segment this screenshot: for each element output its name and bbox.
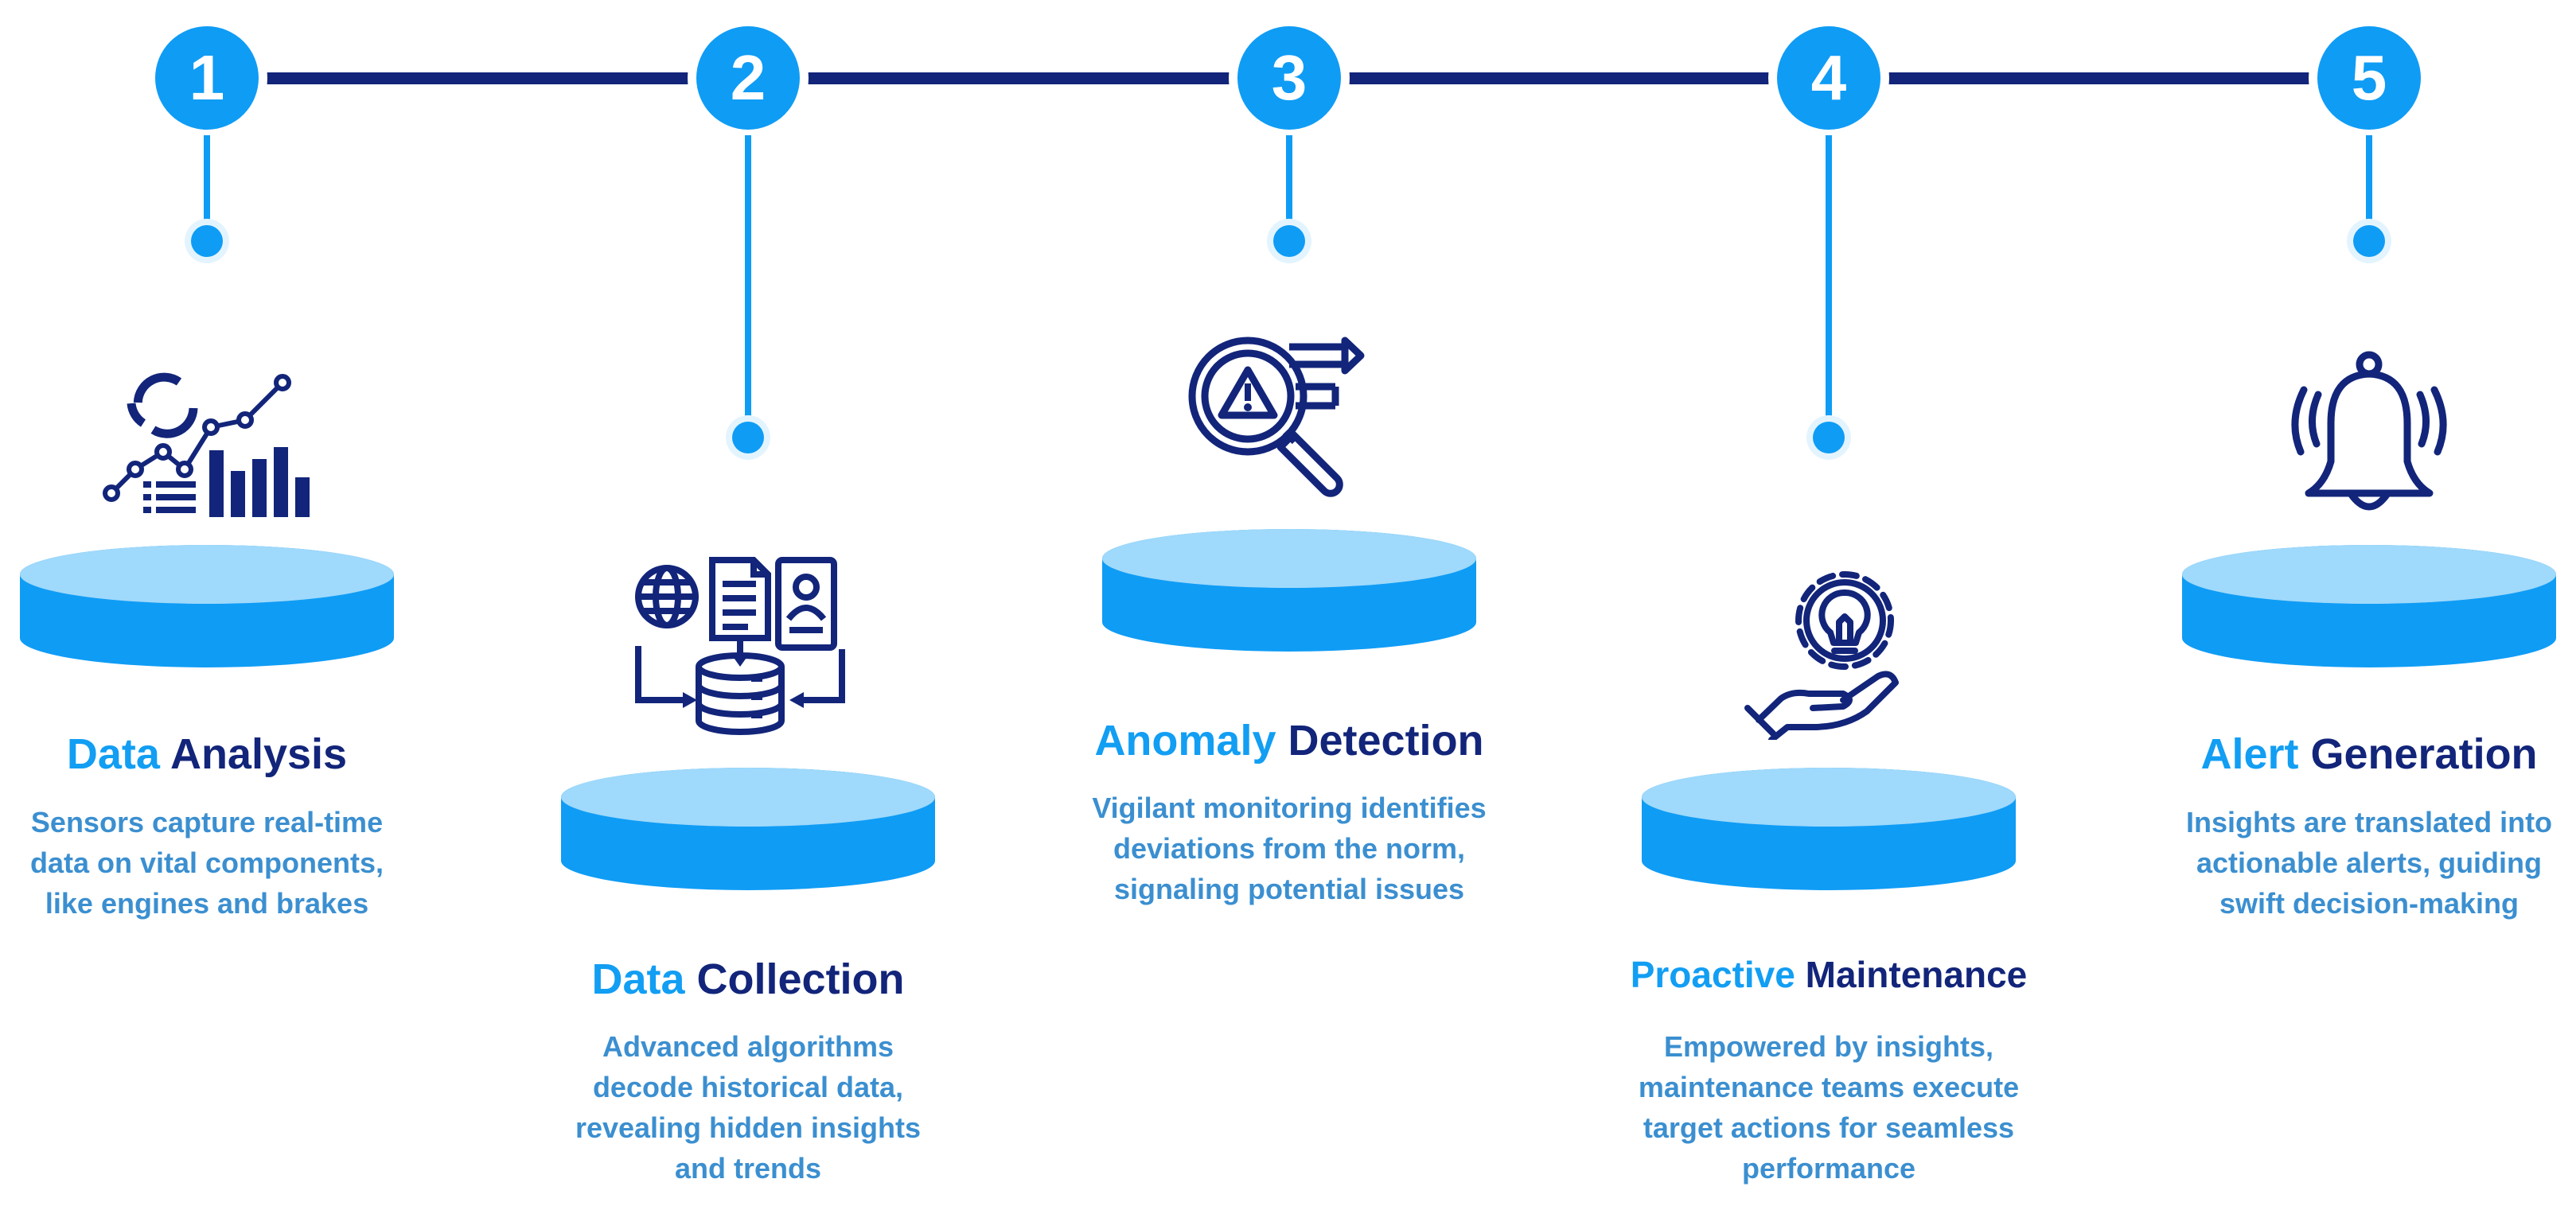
step-title-highlight: Anomaly	[1094, 717, 1276, 765]
alarm-bell-icon	[2291, 351, 2447, 511]
step-title-rest: Maintenance	[1795, 954, 2028, 995]
platform-disk	[2182, 545, 2556, 667]
step-number: 5	[2317, 26, 2421, 130]
step-description: Empowered by insights, maintenance teams…	[1638, 1030, 2020, 1185]
step-number: 3	[1237, 26, 1341, 130]
step-title-highlight: Data	[591, 955, 685, 1003]
step-number: 1	[155, 26, 259, 130]
step-connector-dot	[1273, 225, 1305, 257]
step-title: Data Collection	[501, 953, 995, 1006]
analytics-charts-icon	[103, 372, 310, 517]
step-description: Sensors capture real-time data on vital …	[29, 806, 384, 920]
platform-disk	[20, 545, 394, 667]
step-title-highlight: Alert	[2200, 730, 2299, 778]
step-title: Alert Generation	[2122, 728, 2576, 780]
step-title: Data Analysis	[0, 728, 454, 780]
platform-disk	[1102, 529, 1476, 652]
step-title-rest: Generation	[2298, 730, 2538, 778]
step-number-badge: 4	[1768, 18, 1889, 138]
step-number: 4	[1777, 26, 1880, 130]
step-description: Vigilant monitoring identifies deviation…	[1092, 792, 1487, 905]
step-connector-stem	[204, 135, 210, 232]
step-number: 2	[696, 26, 800, 130]
step-title-rest: Collection	[684, 955, 905, 1003]
step-anomaly-detection: 3 Anomaly Det	[1042, 0, 1536, 1210]
step-number-badge: 1	[146, 18, 267, 138]
step-connector-stem	[745, 135, 751, 420]
data-collection-icon	[635, 557, 845, 735]
step-title-rest: Detection	[1276, 717, 1484, 765]
magnifier-warning-icon	[1188, 337, 1365, 497]
step-number-badge: 5	[2309, 18, 2430, 138]
step-connector-stem	[2366, 135, 2372, 232]
step-data-collection: 2	[501, 0, 995, 1210]
step-title-highlight: Data	[66, 730, 160, 778]
step-title-rest: Analysis	[159, 730, 348, 778]
step-alert-generation: 5 Alert Generation Insights are translat…	[2122, 0, 2576, 1210]
step-connector-stem	[1286, 135, 1292, 232]
platform-disk	[561, 768, 935, 890]
lightbulb-gear-hand-icon	[1744, 571, 1899, 740]
step-connector-dot	[2353, 225, 2385, 257]
step-title: Anomaly Detection	[1042, 714, 1536, 767]
step-title: Proactive Maintenance	[1582, 948, 2075, 1001]
platform-disk	[1642, 768, 2016, 890]
step-title-highlight: Proactive	[1630, 954, 1795, 995]
step-connector-dot	[1813, 422, 1845, 453]
step-connector-dot	[191, 225, 223, 257]
step-connector-dot	[732, 422, 764, 453]
step-proactive-maintenance: 4 Proactive Maintenance Empowered by ins…	[1582, 0, 2075, 1210]
step-connector-stem	[1826, 135, 1832, 420]
step-number-badge: 2	[688, 18, 809, 138]
step-description: Advanced algorithms decode historical da…	[575, 1030, 922, 1185]
step-number-badge: 3	[1229, 18, 1350, 138]
step-data-analysis: 1	[0, 0, 454, 1210]
step-description: Insights are translated into actionable …	[2185, 806, 2553, 920]
